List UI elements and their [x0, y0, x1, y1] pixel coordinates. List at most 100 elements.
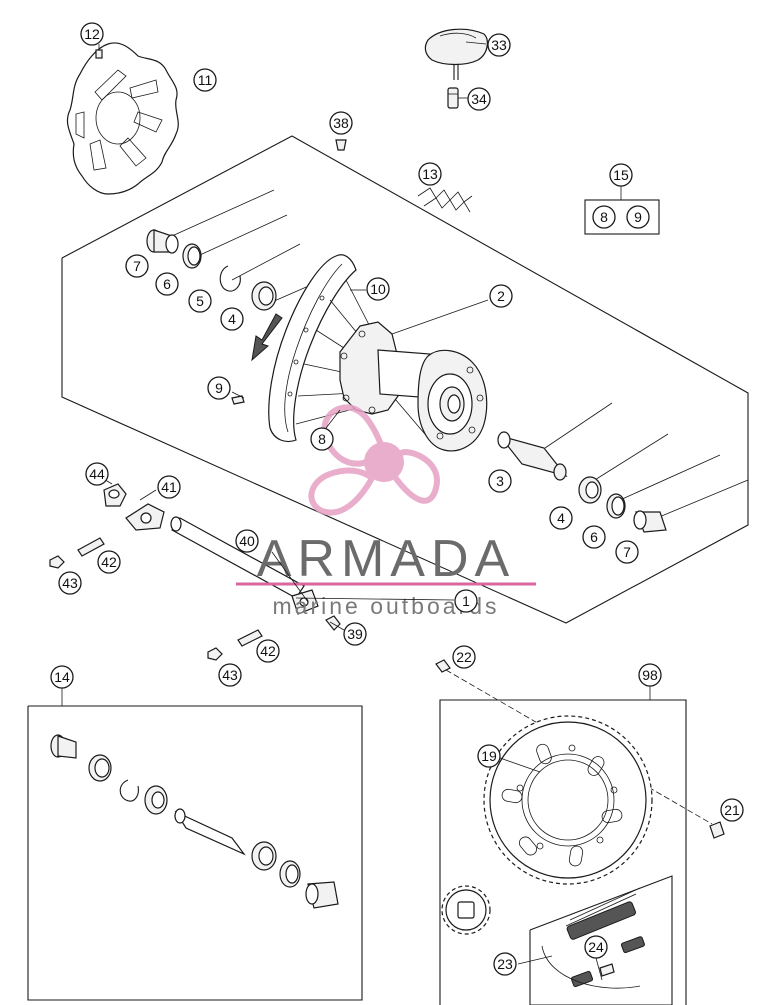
svg-text:10: 10: [370, 281, 386, 297]
disc-bolt: [95, 44, 103, 59]
callout-43-left: 43: [58, 571, 82, 595]
svg-text:42: 42: [260, 643, 276, 659]
bearing-right: [578, 476, 602, 504]
axle-bolt-39: [325, 615, 341, 631]
watermark-logo: [308, 404, 440, 516]
wheel-hub: [339, 321, 488, 452]
callout-2: 2: [489, 284, 513, 308]
callout-11: 11: [193, 68, 217, 92]
circlip: [219, 265, 241, 292]
svg-text:9: 9: [634, 209, 642, 225]
callout-44: 44: [85, 462, 109, 486]
svg-text:21: 21: [724, 802, 740, 818]
front-sprocket: [441, 885, 491, 935]
callout-41: 41: [157, 475, 181, 499]
callout-33: 33: [487, 33, 511, 57]
callout-22: 22: [452, 645, 476, 669]
svg-text:40: 40: [239, 533, 255, 549]
callout-42-left: 42: [97, 550, 121, 574]
adjuster-nut-right: [207, 647, 223, 661]
callout-19: 19: [477, 744, 501, 768]
seal-left: [182, 243, 202, 269]
svg-text:8: 8: [600, 209, 608, 225]
svg-text:6: 6: [163, 276, 171, 292]
svg-text:6: 6: [590, 529, 598, 545]
callout-7-right: 7: [615, 540, 639, 564]
svg-text:33: 33: [491, 37, 507, 53]
callout-1: 1: [454, 589, 478, 613]
callout-21: 21: [720, 798, 744, 822]
svg-text:12: 12: [84, 26, 100, 42]
svg-text:7: 7: [133, 258, 141, 274]
svg-text:14: 14: [54, 669, 70, 685]
adjuster-nut-left: [49, 555, 65, 569]
svg-text:19: 19: [481, 748, 497, 764]
svg-text:9: 9: [215, 380, 223, 396]
wheel-axle: [170, 516, 305, 599]
callout-14: 14: [50, 665, 74, 689]
watermark-text: ARMADA marine outboards: [236, 530, 536, 619]
svg-text:43: 43: [222, 667, 238, 683]
chain-adjuster-right: [291, 589, 319, 615]
svg-text:5: 5: [196, 293, 204, 309]
svg-text:8: 8: [318, 431, 326, 447]
sprocket-bolt: [709, 821, 725, 839]
callout-10: 10: [366, 277, 390, 301]
distance-sleeve: [497, 431, 568, 481]
svg-text:4: 4: [228, 311, 236, 327]
rim-spring: [417, 187, 473, 213]
rotation-arrow: [251, 313, 283, 362]
callout-42-right: 42: [256, 639, 280, 663]
rim: [268, 254, 357, 443]
svg-text:24: 24: [588, 939, 604, 955]
callout-34: 34: [467, 87, 491, 111]
callout-15: 15: [609, 163, 633, 187]
svg-text:2: 2: [497, 288, 505, 304]
svg-text:43: 43: [62, 575, 78, 591]
svg-text:11: 11: [198, 72, 213, 88]
svg-text:23: 23: [497, 956, 513, 972]
spacer-left: [146, 229, 179, 254]
valve-stem: [447, 87, 459, 109]
spoke-nipple: [335, 139, 347, 151]
callout-38: 38: [329, 111, 353, 135]
callout-39: 39: [343, 622, 367, 646]
svg-text:1: 1: [462, 593, 470, 609]
watermark-brand: ARMADA: [257, 530, 515, 588]
adjuster-screw-right: [237, 629, 263, 647]
callout-24: 24: [584, 935, 608, 959]
svg-text:4: 4: [557, 510, 565, 526]
rear-sprocket: [483, 715, 653, 885]
callout-3: 3: [488, 469, 512, 493]
svg-text:39: 39: [347, 626, 363, 642]
svg-text:42: 42: [101, 554, 117, 570]
svg-text:34: 34: [471, 91, 487, 107]
callout-5: 5: [188, 289, 212, 313]
chain-adjuster-left: [125, 503, 165, 531]
callout-13: 13: [418, 162, 442, 186]
seal-right: [606, 493, 626, 519]
axle-nut: [103, 483, 127, 507]
svg-text:3: 3: [496, 473, 504, 489]
svg-text:13: 13: [422, 166, 438, 182]
svg-text:7: 7: [623, 544, 631, 560]
callout-15-part-8: 8: [592, 205, 616, 229]
svg-text:22: 22: [456, 649, 472, 665]
chain-box: [529, 875, 673, 1005]
sprocket-nut: [435, 659, 451, 673]
adjuster-screw-left: [77, 537, 105, 557]
callout-40: 40: [235, 529, 259, 553]
nipple-small: [231, 395, 245, 405]
svg-text:41: 41: [161, 479, 177, 495]
brake-disc: [66, 42, 179, 195]
spoke-set-box: [584, 186, 660, 235]
callout-12: 12: [80, 22, 104, 46]
callout-6-left: 6: [155, 272, 179, 296]
bearing-kit-box: [27, 688, 363, 1001]
svg-text:38: 38: [333, 115, 349, 131]
svg-text:44: 44: [89, 466, 105, 482]
callout-9: 9: [207, 376, 231, 400]
callout-98: 98: [638, 663, 662, 687]
svg-text:98: 98: [642, 667, 658, 683]
callout-23: 23: [493, 952, 517, 976]
